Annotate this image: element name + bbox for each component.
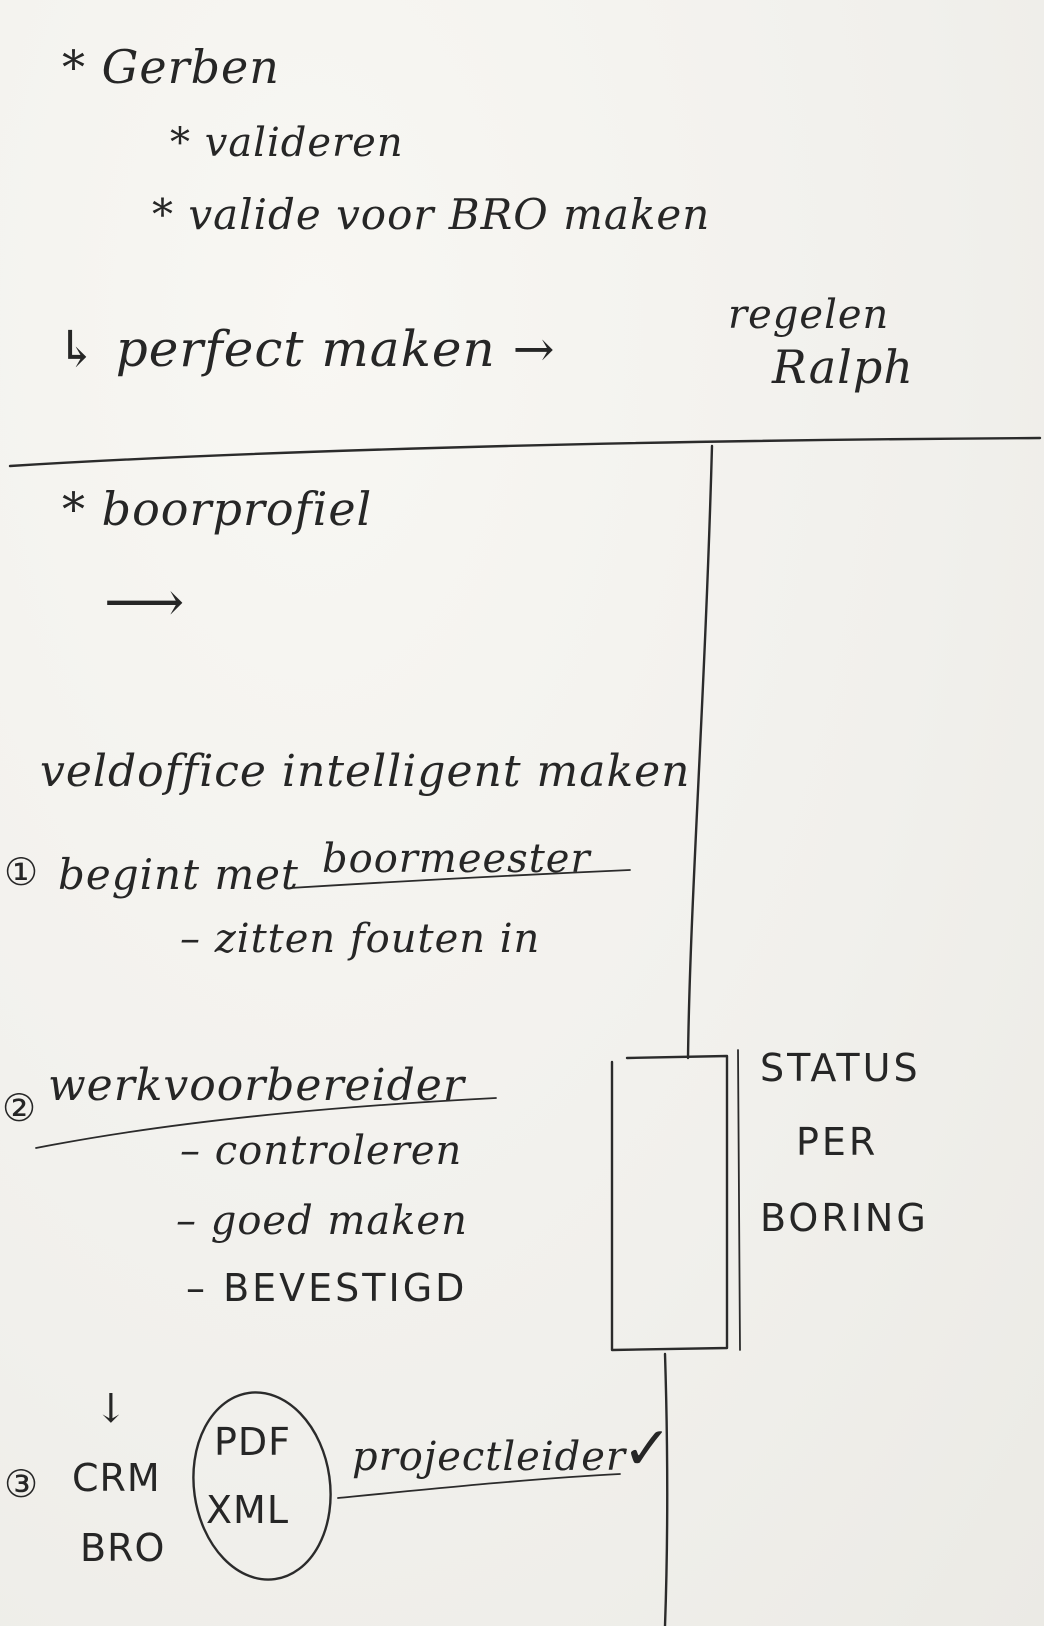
perfect-maken-line: ↳ perfect maken → [56,320,556,378]
status-line3: BORING [760,1196,929,1240]
status-box [610,1054,729,1352]
step3-crm: CRM [72,1456,161,1500]
step2-role: werkvoorbereider [48,1060,465,1111]
bullet-valide-voor-bro: * valide voor BRO maken [152,190,711,239]
step1-role: boormeester [322,836,591,882]
step3-bro: BRO [80,1526,166,1570]
step2-sub1: – controleren [180,1128,463,1174]
step2-number: ② [2,1086,38,1130]
bullet-gerben: * Gerben [62,40,280,94]
underline-boormeester [289,869,631,889]
step3-pdf: PDF [214,1420,292,1464]
step2-sub2: – goed maken [176,1198,468,1244]
bullet-valideren: * valideren [170,120,404,166]
step3-role: projectleider [352,1434,627,1480]
bullet-boorprofiel: * boorprofiel [62,482,373,536]
step3-number: ③ [4,1462,40,1506]
ralph-label: Ralph [772,340,914,394]
veldoffice-line: veldoffice intelligent maken [40,746,691,797]
step3-xml: XML [206,1488,289,1532]
step3-check: ✓ [622,1414,674,1484]
arrow-right: ⟶ [104,570,186,635]
step3-arrow-down: ↓ [94,1386,129,1432]
regelen-label: regelen [728,292,890,338]
vertical-divider [686,444,714,1060]
horizontal-divider [8,436,1042,468]
underline-werkvoorbereider [35,1097,497,1149]
step1-number: ① [4,850,40,894]
underline-projectleider [337,1473,621,1499]
vertical-divider-bottom [663,1352,669,1626]
step2-sub3: – BEVESTIGD [186,1266,468,1310]
status-line1: STATUS [760,1046,921,1090]
circle-pdf-xml [192,1391,332,1581]
step1-text: begint met [58,850,299,899]
step1-sub: – zitten fouten in [180,916,541,962]
status-line2: PER [796,1120,879,1164]
